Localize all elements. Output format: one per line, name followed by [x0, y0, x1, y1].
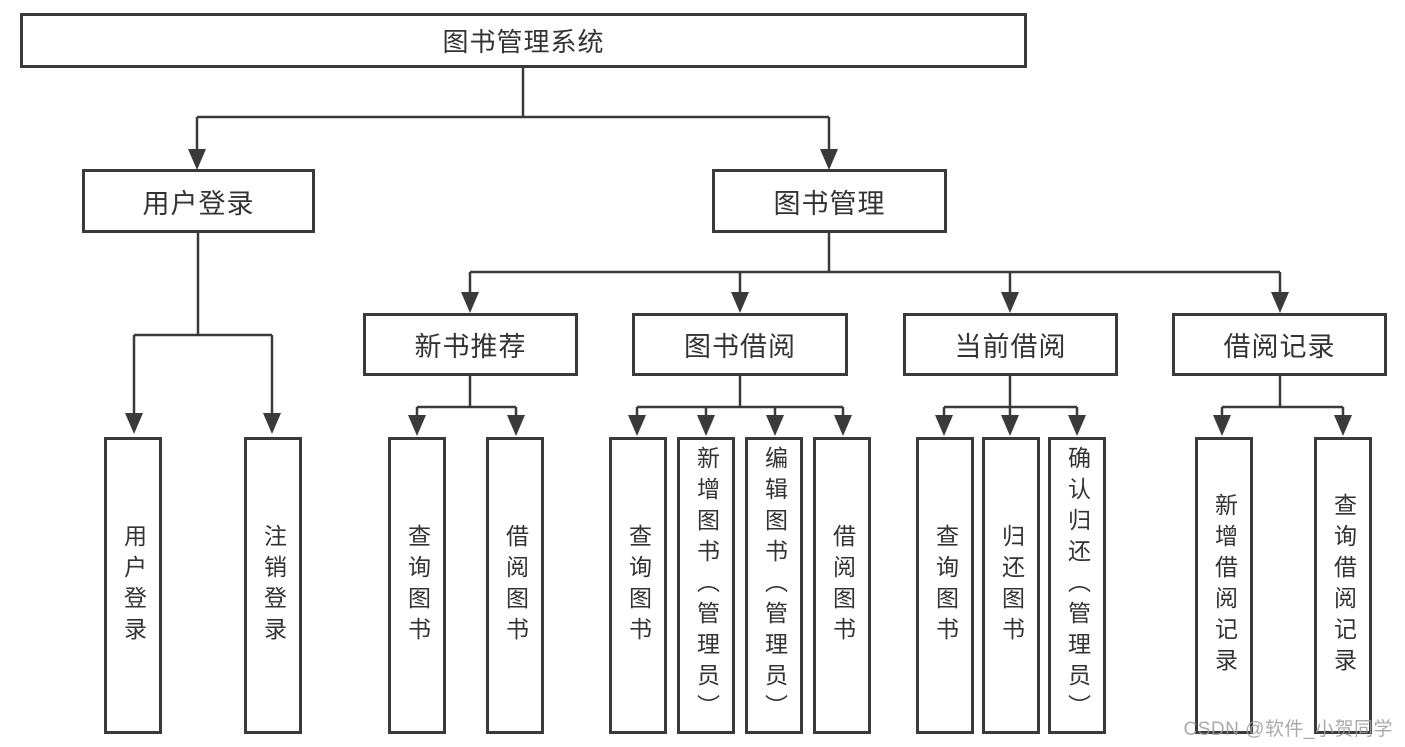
- node-book-borrowing: 图书借阅: [632, 313, 848, 376]
- node-label: 新书推荐: [414, 332, 527, 362]
- leaf-add-borrow-record: 新增借阅记录: [1195, 437, 1253, 734]
- node-library-management-system: 图书管理系统: [20, 13, 1027, 68]
- node-label: 用户登录: [142, 188, 255, 219]
- node-label: 新增图书（管理员）: [693, 446, 720, 725]
- node-label: 查询借阅记录: [1330, 492, 1357, 679]
- node-user-login: 用户登录: [82, 169, 315, 233]
- node-book-management: 图书管理: [712, 169, 947, 233]
- leaf-borrow-books: 借阅图书: [813, 437, 871, 734]
- node-label: 借阅图书: [502, 523, 529, 648]
- node-label: 图书管理系统: [442, 27, 605, 57]
- node-label: 确认归还（管理员）: [1064, 446, 1091, 725]
- node-new-book-recommend: 新书推荐: [363, 313, 578, 376]
- node-label: 新增借阅记录: [1211, 492, 1238, 679]
- node-label: 图书管理: [773, 188, 886, 219]
- leaf-return-books: 归还图书: [982, 437, 1040, 734]
- node-label: 查询图书: [404, 523, 431, 648]
- node-label: 编辑图书（管理员）: [761, 446, 788, 725]
- leaf-borrow-books-recommend: 借阅图书: [486, 437, 544, 734]
- node-label: 注销登录: [260, 523, 287, 648]
- leaf-user-login: 用户登录: [104, 437, 162, 734]
- node-borrowing-records: 借阅记录: [1172, 313, 1387, 376]
- node-label: 借阅记录: [1223, 332, 1336, 362]
- leaf-query-books-borrow: 查询图书: [609, 437, 667, 734]
- node-label: 查询图书: [625, 523, 652, 648]
- leaf-logout: 注销登录: [244, 437, 302, 734]
- node-label: 查询图书: [932, 523, 959, 648]
- leaf-edit-books-admin: 编辑图书（管理员）: [745, 437, 803, 734]
- leaf-query-books-current: 查询图书: [916, 437, 974, 734]
- node-label: 归还图书: [998, 523, 1025, 648]
- leaf-confirm-return-admin: 确认归还（管理员）: [1048, 437, 1106, 734]
- node-label: 图书借阅: [684, 332, 796, 362]
- arrowheads: [125, 149, 1352, 436]
- node-current-borrowing: 当前借阅: [903, 313, 1118, 376]
- leaf-query-borrow-record: 查询借阅记录: [1314, 437, 1372, 734]
- leaf-add-books-admin: 新增图书（管理员）: [677, 437, 735, 734]
- leaf-query-books-recommend: 查询图书: [388, 437, 446, 734]
- node-label: 用户登录: [120, 523, 147, 648]
- node-label: 借阅图书: [829, 523, 856, 648]
- node-label: 当前借阅: [954, 332, 1067, 362]
